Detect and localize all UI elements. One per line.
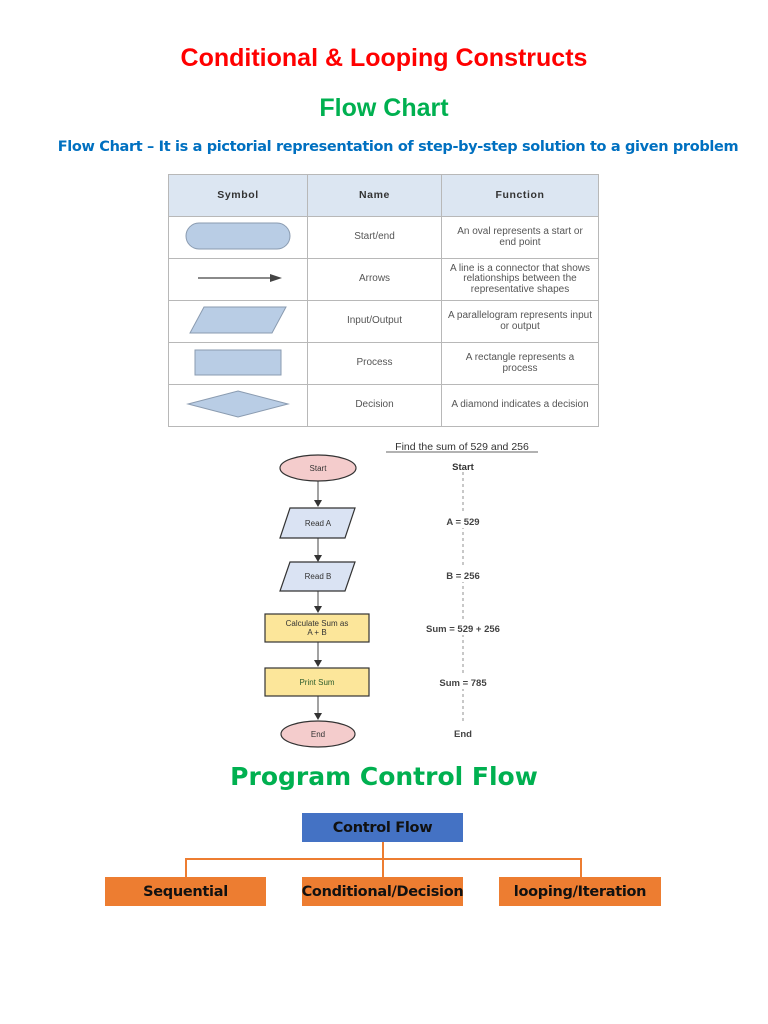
- connector-line: [185, 858, 581, 860]
- rectangle-shape-icon: [194, 349, 282, 376]
- name-cell: Decision: [307, 384, 442, 427]
- function-cell: An oval represents a start or end point: [441, 216, 599, 259]
- trace-step: End: [454, 729, 472, 740]
- sequential-box: Sequential: [105, 877, 266, 906]
- header-symbol: Symbol: [168, 174, 308, 217]
- name-cell: Input/Output: [307, 300, 442, 343]
- symbol-cell: [168, 342, 308, 385]
- symbol-cell: [168, 384, 308, 427]
- connector-line: [382, 842, 384, 877]
- start-terminal: [279, 454, 357, 482]
- section-title-flow-chart: Flow Chart: [319, 94, 449, 122]
- read-b-label: Read B: [305, 572, 332, 581]
- trace-step: Sum = 529 + 256: [426, 624, 500, 635]
- name-cell: Process: [307, 342, 442, 385]
- trace-step: Start: [452, 462, 474, 473]
- trace-bg: [405, 621, 523, 635]
- trace-step: A = 529: [446, 517, 479, 528]
- control-flow-root-box: Control Flow: [302, 813, 463, 842]
- trace-step: Sum = 785: [439, 678, 487, 689]
- symbol-cell: [168, 216, 308, 259]
- arrow-shape-icon: [198, 273, 282, 282]
- symbol-cell: [168, 300, 308, 343]
- parallelogram-shape-icon: [189, 306, 287, 334]
- start-label: Start: [310, 464, 328, 473]
- table-row: Decision A diamond indicates a decision: [168, 384, 599, 427]
- flow-chart-definition: Flow Chart – It is a pictorial represent…: [57, 139, 739, 155]
- read-a-label: Read A: [305, 519, 332, 528]
- connector-line: [580, 858, 582, 877]
- trace-bg: [420, 675, 506, 689]
- example-flowchart: Find the sum of 529 and 256 Start Read A…: [264, 441, 538, 748]
- trace-step: B = 256: [446, 571, 480, 582]
- section-title-program-control-flow: Program Control Flow: [230, 762, 538, 791]
- name-cell: Arrows: [307, 258, 442, 301]
- read-a-io: [279, 507, 356, 539]
- trace-bg: [420, 514, 506, 528]
- table-row: Process A rectangle represents a process: [168, 342, 599, 385]
- print-sum-label: Print Sum: [299, 678, 334, 687]
- header-function: Function: [441, 174, 599, 217]
- table-row: Start/end An oval represents a start or …: [168, 216, 599, 259]
- table-row: Input/Output A parallelogram represents …: [168, 300, 599, 343]
- flowchart-symbol-table: Symbol Name Function Start/end An oval r…: [168, 174, 599, 427]
- calculate-label-line1: Calculate Sum as: [286, 619, 349, 628]
- trace-bg: [420, 568, 506, 582]
- name-cell: Start/end: [307, 216, 442, 259]
- print-sum-process: [264, 667, 370, 697]
- oval-shape-icon: [185, 222, 291, 250]
- connector-line: [185, 858, 187, 877]
- function-cell: A parallelogram represents input or outp…: [441, 300, 599, 343]
- diamond-shape-icon: [186, 390, 290, 418]
- conditional-decision-box: Conditional/Decision: [302, 877, 464, 906]
- looping-iteration-box: looping/Iteration: [499, 877, 661, 906]
- end-terminal: [280, 720, 356, 748]
- calculate-label-line2: A + B: [307, 628, 326, 637]
- header-name: Name: [307, 174, 442, 217]
- document-heading: Conditional & Looping Constructs: [180, 44, 588, 72]
- end-label: End: [311, 730, 325, 739]
- calculate-sum-process: [264, 613, 370, 643]
- function-cell: A diamond indicates a decision: [441, 384, 599, 427]
- table-row: Arrows A line is a connector that shows …: [168, 258, 599, 301]
- read-b-io: [279, 561, 356, 592]
- function-cell: A line is a connector that shows relatio…: [441, 258, 599, 301]
- function-cell: A rectangle represents a process: [441, 342, 599, 385]
- table-header-row: Symbol Name Function: [168, 174, 599, 217]
- example-title: Find the sum of 529 and 256: [395, 441, 529, 453]
- symbol-cell: [168, 258, 308, 301]
